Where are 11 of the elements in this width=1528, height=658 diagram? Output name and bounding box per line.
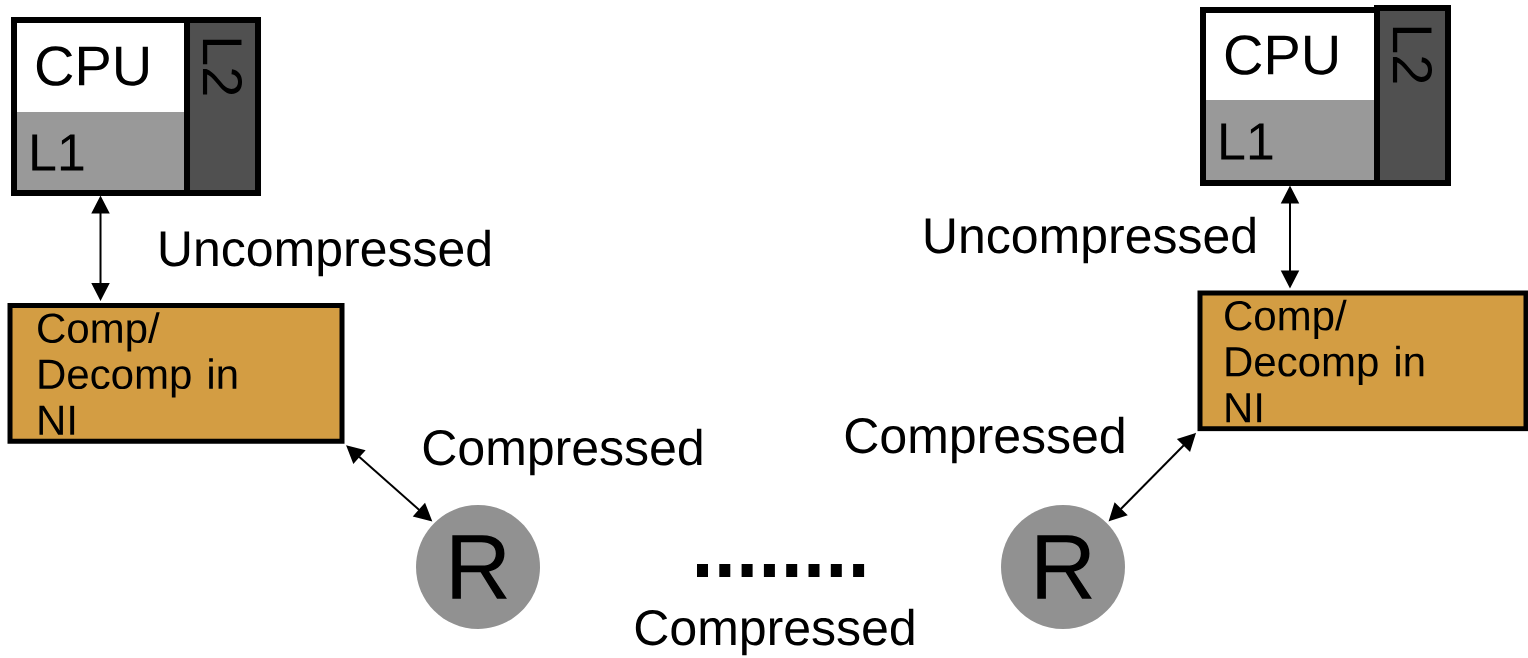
cache-box: L1 — [1200, 100, 1380, 186]
interface-box: Comp/ Decomp in NI — [7, 303, 345, 444]
edge-label: Compressed — [423, 428, 702, 476]
edge-label: Uncompressed — [160, 229, 490, 277]
edge-label: Uncompressed — [925, 216, 1255, 264]
cache-box: L2 — [1374, 5, 1451, 186]
cpu-box: CPU — [1200, 7, 1380, 100]
edge-label: Compressed — [845, 416, 1124, 464]
link-label: Compressed — [635, 608, 914, 656]
cpu-box: CPU — [11, 17, 190, 112]
interface-box: Comp/ Decomp in NI — [1197, 290, 1528, 432]
